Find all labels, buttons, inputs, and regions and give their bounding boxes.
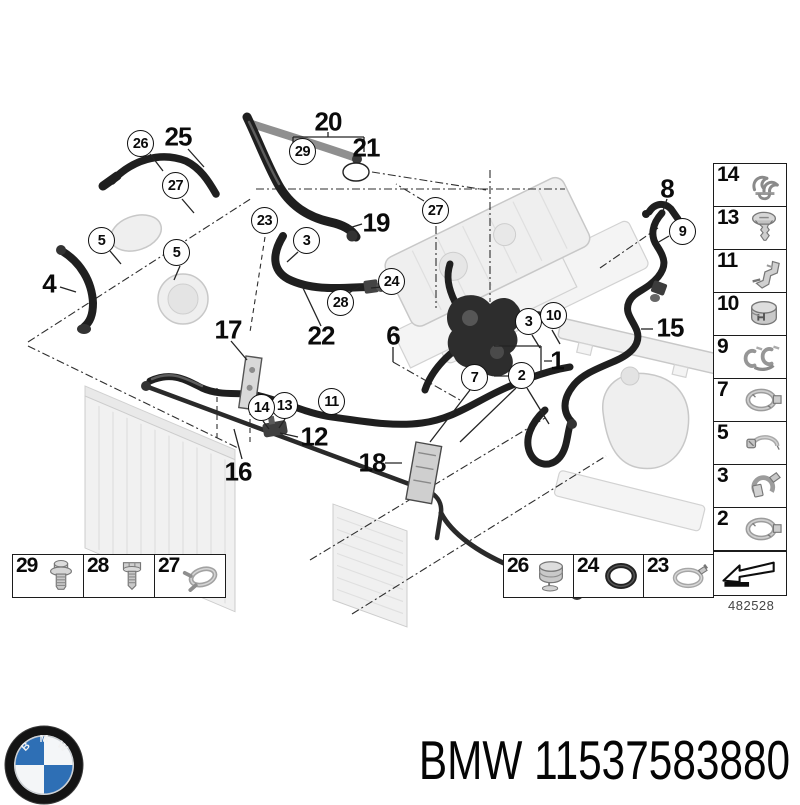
label-18: 18 <box>358 447 387 478</box>
legend-item-number: 23 <box>647 554 669 577</box>
label-20: 20 <box>314 106 343 137</box>
callout-29: 29 <box>289 138 316 165</box>
label-4: 4 <box>42 268 57 299</box>
quick-coupling-icon <box>743 296 785 332</box>
callout-7: 7 <box>461 364 488 391</box>
legend-item-number: 10 <box>717 292 739 315</box>
part-number-text: 11537583880 <box>534 729 790 791</box>
legend-item-23: 23 <box>643 554 714 598</box>
legend-item-number: 24 <box>577 554 599 577</box>
callout-23: 23 <box>251 207 278 234</box>
parts-legend-bottom-left: 29 28 27 <box>12 554 226 598</box>
leader-lines <box>59 132 670 464</box>
label-21: 21 <box>352 132 381 163</box>
footer-part-number: BMW 11537583880 <box>419 733 790 788</box>
worm-clamp-icon <box>743 425 785 461</box>
callout-5: 5 <box>163 239 190 266</box>
callout-14: 14 <box>248 394 275 421</box>
legend-item-2: 2 <box>713 507 787 551</box>
label-16: 16 <box>224 456 253 487</box>
label-12: 12 <box>300 421 329 452</box>
expanding-rivet-icon <box>743 210 785 246</box>
legend-item-28: 28 <box>83 554 155 598</box>
label-1: 1 <box>550 345 565 376</box>
hose-clamp-icon <box>530 558 572 594</box>
legend-item-14: 14 <box>713 163 787 207</box>
band-clamp-icon <box>743 382 785 418</box>
o-ring-icon <box>600 558 642 594</box>
legend-direction-cell <box>713 551 787 596</box>
callout-5: 5 <box>88 227 115 254</box>
legend-item-number: 7 <box>717 378 729 401</box>
brand-text: BMW <box>418 729 523 791</box>
direction-arrow-icon <box>718 556 782 592</box>
legend-item-24: 24 <box>573 554 644 598</box>
legend-item-29: 29 <box>12 554 84 598</box>
callout-26: 26 <box>127 130 154 157</box>
legend-item-11: 11 <box>713 249 787 293</box>
callout-24: 24 <box>378 268 405 295</box>
svg-text:M: M <box>40 733 49 745</box>
construction-lines <box>27 170 659 615</box>
legend-item-5: 5 <box>713 421 787 465</box>
label-6: 6 <box>386 320 401 351</box>
callout-27: 27 <box>422 197 449 224</box>
legend-item-number: 5 <box>717 421 729 444</box>
hex-bolt-icon <box>111 558 153 594</box>
legend-item-number: 2 <box>717 507 729 530</box>
fittings <box>56 154 668 600</box>
label-17: 17 <box>214 314 243 345</box>
bracket-clip-icon <box>743 253 785 289</box>
double-clip-icon <box>743 339 785 375</box>
callout-3: 3 <box>515 308 542 335</box>
callout-10: 10 <box>540 302 567 329</box>
callout-28: 28 <box>327 289 354 316</box>
diagram-artwork <box>27 112 728 628</box>
label-25: 25 <box>164 121 193 152</box>
legend-item-7: 7 <box>713 378 787 422</box>
hoses <box>58 112 682 596</box>
band-clamp-icon <box>743 511 785 547</box>
legend-item-10: 10 <box>713 292 787 336</box>
legend-item-27: 27 <box>154 554 226 598</box>
label-8: 8 <box>660 173 675 204</box>
spring-clip-icon <box>743 167 785 203</box>
legend-item-3: 3 <box>713 464 787 508</box>
legend-item-9: 9 <box>713 335 787 379</box>
legend-item-number: 29 <box>16 554 38 577</box>
callout-13: 13 <box>271 392 298 419</box>
spring-band-clamp-icon <box>182 558 224 594</box>
bolt-washer-icon <box>40 558 82 594</box>
label-22: 22 <box>307 320 336 351</box>
legend-item-number: 3 <box>717 464 729 487</box>
parts-legend-sidebar: 14 13 11 10 9 7 5 3 2 <box>713 163 787 551</box>
parts-legend-bottom-center: 26 24 23 <box>503 554 714 598</box>
bmw-logo: B M W <box>4 725 84 805</box>
v-band-clamp-icon <box>670 558 712 594</box>
callout-11: 11 <box>318 388 345 415</box>
diagram-number: 482528 <box>728 598 775 613</box>
legend-item-number: 11 <box>717 249 738 272</box>
legend-item-number: 9 <box>717 335 729 358</box>
legend-item-number: 13 <box>717 206 739 229</box>
legend-item-number: 26 <box>507 554 529 577</box>
callout-27: 27 <box>162 172 189 199</box>
legend-item-number: 27 <box>158 554 180 577</box>
callout-2: 2 <box>508 362 535 389</box>
legend-item-number: 14 <box>717 163 739 186</box>
legend-item-13: 13 <box>713 206 787 250</box>
spring-clamp-icon <box>743 468 785 504</box>
callout-3: 3 <box>293 227 320 254</box>
label-19: 19 <box>362 207 391 238</box>
legend-item-number: 28 <box>87 554 109 577</box>
label-15: 15 <box>656 312 685 343</box>
callout-9: 9 <box>669 218 696 245</box>
legend-item-26: 26 <box>503 554 574 598</box>
